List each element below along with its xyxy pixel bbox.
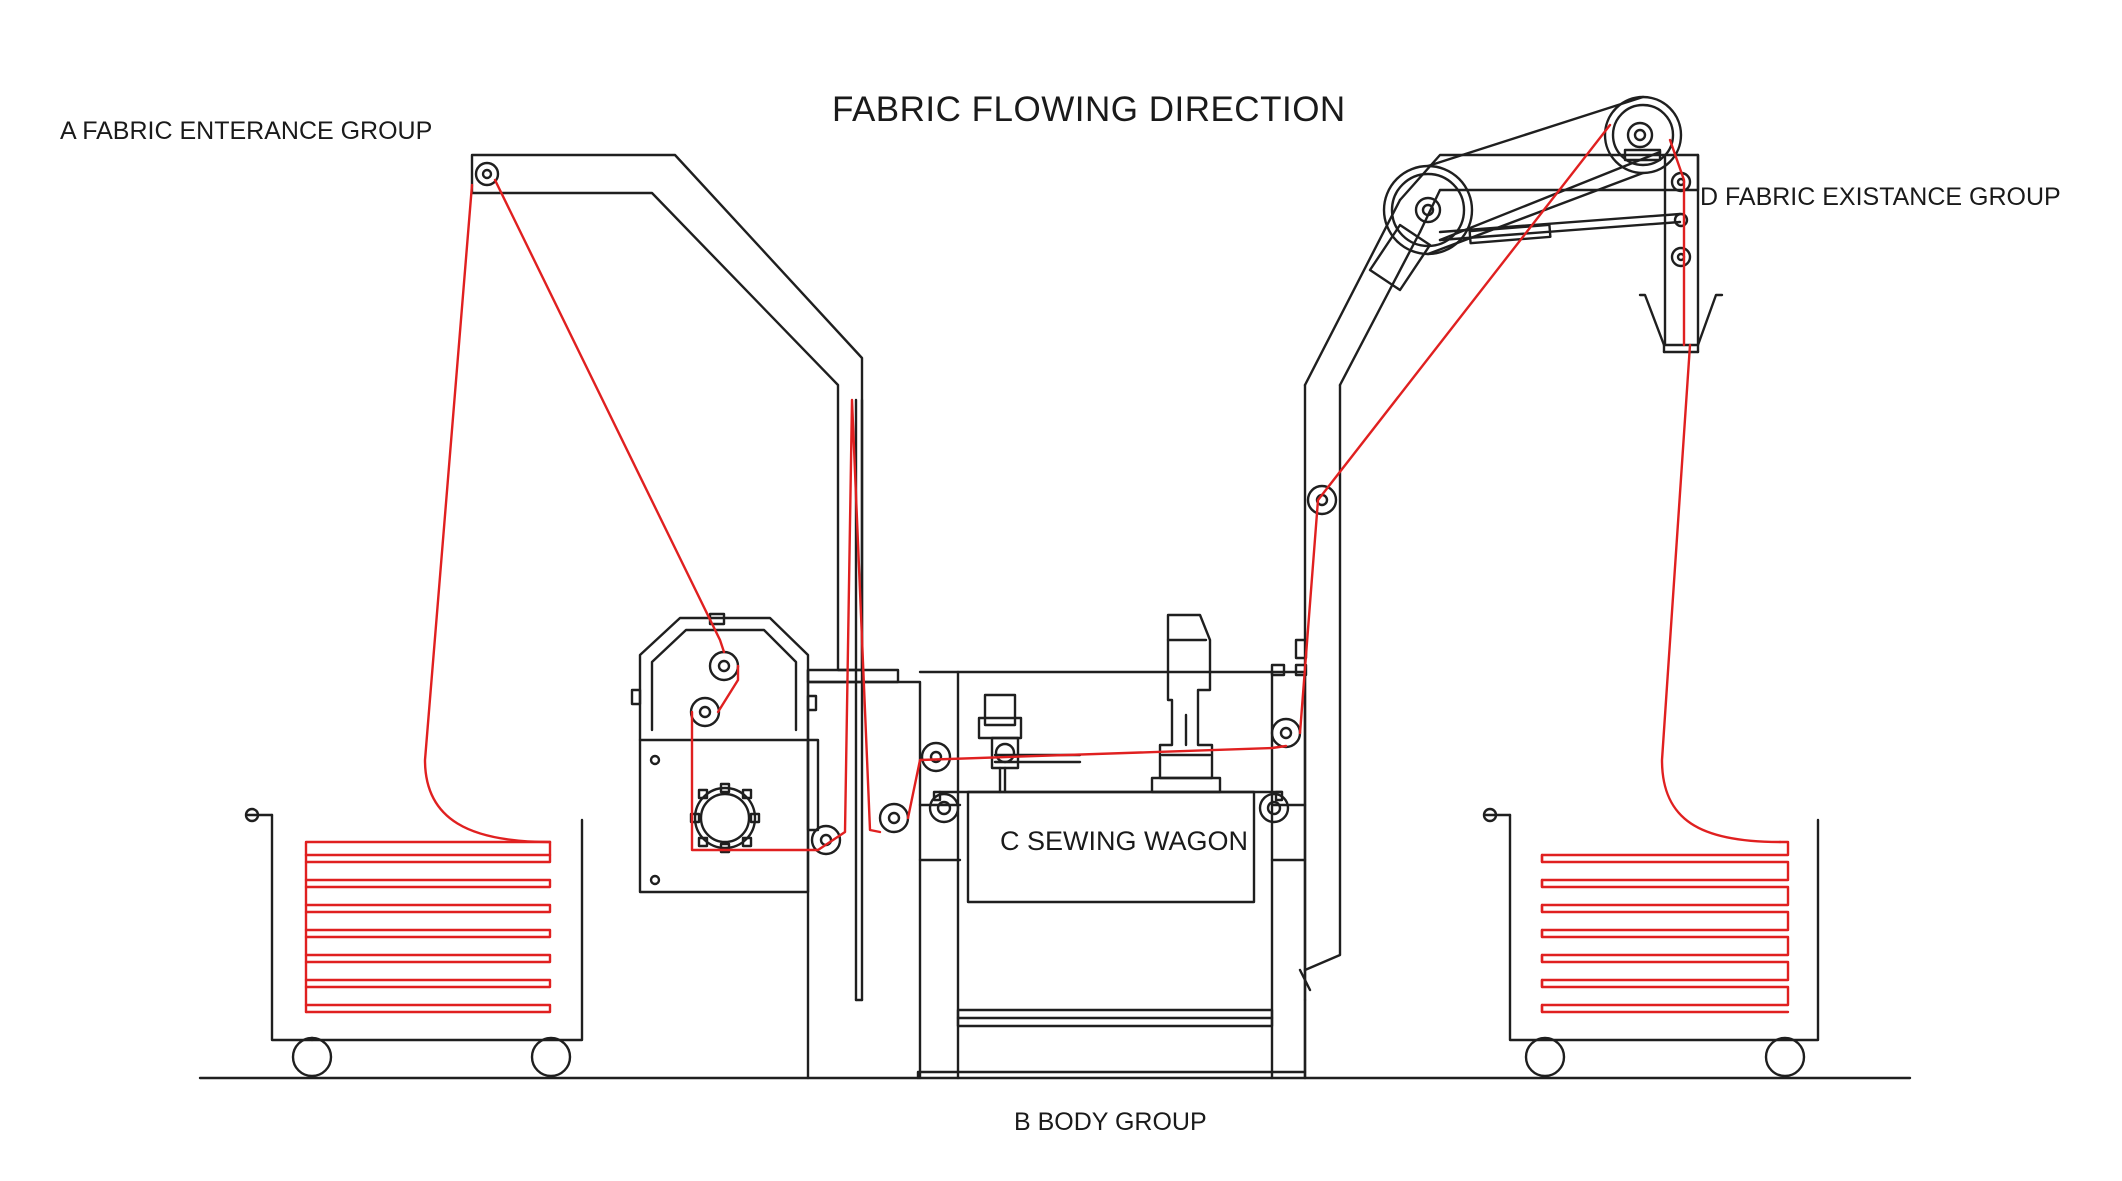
drive-gear [689,782,761,854]
body-frame [806,668,1307,1080]
label-entrance-group: A FABRIC ENTERANCE GROUP [60,117,433,145]
fabric-exit-descent [1660,343,1782,844]
fabric-path [304,123,1790,1014]
fabric-entrance-rise [423,183,552,844]
entrance-arm [470,153,864,1002]
exit-rising-arm [1270,198,1432,1002]
diagram-title: FABRIC FLOWING DIRECTION [832,90,1346,129]
label-sewing-wagon: C SEWING WAGON [1000,826,1248,856]
tension-rollers [928,790,1290,824]
label-body-group: B BODY GROUP [1014,1108,1207,1136]
left-fabric-stack [304,853,552,1014]
label-existance-group: D FABRIC EXISTANCE GROUP [1700,183,2061,211]
right-fabric-cart [1482,807,1820,1078]
right-fabric-stack [1540,840,1790,1014]
exit-group-frame [1382,95,1724,354]
sewing-wagon [938,613,1284,904]
left-fabric-cart [244,807,584,1078]
